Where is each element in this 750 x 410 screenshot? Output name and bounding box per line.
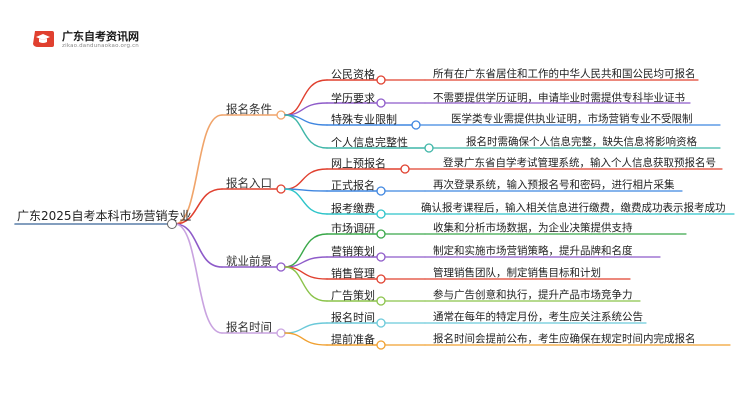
topic-collapse-handle[interactable] (376, 75, 386, 85)
topic-online-preregistration: 网上预报名 (331, 157, 386, 170)
detail-citizen-eligibility: 所有在广东省居住和工作的中华人民共和国公民均可报名 (433, 68, 696, 80)
detail-online-preregistration: 登录广东省自学考试管理系统，输入个人信息获取预报名号 (443, 157, 716, 169)
topic-ad-planning: 广告策划 (331, 289, 375, 302)
topic-connector (284, 322, 328, 334)
topic-connector (284, 114, 328, 149)
topic-market-research: 市场调研 (331, 222, 375, 235)
topic-connector (284, 188, 328, 215)
branch-connector (174, 114, 223, 225)
branch-collapse-handle[interactable] (276, 184, 286, 194)
topic-sales-management: 销售管理 (331, 267, 375, 280)
site-name: 广东自考资讯网 (62, 30, 139, 43)
branch-connector (174, 223, 223, 334)
topic-connector (284, 79, 328, 116)
topic-collapse-handle[interactable] (376, 252, 386, 262)
detail-ad-planning: 参与广告创意和执行，提升产品市场竞争力 (433, 289, 633, 301)
topic-personal-info: 个人信息完整性 (331, 136, 408, 149)
detail-sales-management: 管理销售团队，制定销售目标和计划 (433, 267, 601, 279)
root-topic: 广东2025自考本科市场营销专业 (17, 209, 192, 223)
detail-education-requirement: 不需要提供学历证明，申请毕业时需提供专科毕业证书 (433, 92, 685, 104)
branch-signup-entry: 报名入口 (226, 176, 272, 190)
topic-collapse-handle[interactable] (376, 340, 386, 350)
topic-connector (284, 266, 328, 302)
branch-career-prospects: 就业前景 (226, 254, 272, 268)
topic-connector (284, 332, 328, 346)
branch-signup-conditions: 报名条件 (226, 102, 272, 116)
topic-connector (284, 168, 328, 190)
branch-collapse-handle[interactable] (276, 328, 286, 338)
topic-advance-preparation: 提前准备 (331, 333, 375, 346)
topic-collapse-handle[interactable] (376, 318, 386, 328)
topic-education-requirement: 学历要求 (331, 92, 375, 105)
topic-connector (284, 233, 328, 268)
topic-exam-fee: 报考缴费 (331, 202, 375, 215)
detail-marketing-planning: 制定和实施市场营销策略，提升品牌和名度 (433, 245, 633, 257)
detail-market-research: 收集和分析市场数据，为企业决策提供支持 (433, 222, 633, 234)
topic-collapse-handle[interactable] (376, 274, 386, 284)
branch-collapse-handle[interactable] (276, 262, 286, 272)
branch-collapse-handle[interactable] (276, 110, 286, 120)
detail-formal-registration: 再次登录系统，输入预报名号和密码，进行相片采集 (433, 179, 675, 191)
branch-signup-time: 报名时间 (226, 320, 272, 334)
detail-special-major-limit: 医学类专业需提供执业证明，市场营销专业不受限制 (451, 113, 693, 125)
detail-advance-preparation: 报名时间会提前公布，考生应确保在规定时间内完成报名 (433, 333, 696, 345)
topic-collapse-handle[interactable] (424, 143, 434, 153)
topic-formal-registration: 正式报名 (331, 179, 375, 192)
root-collapse-handle[interactable] (167, 219, 177, 229)
graduation-cap-icon (33, 31, 54, 47)
site-url: zikao.dandunaokao.org.cn (62, 43, 139, 49)
topic-collapse-handle[interactable] (376, 209, 386, 219)
topic-collapse-handle[interactable] (376, 98, 386, 108)
topic-signup-period: 报名时间 (331, 311, 375, 324)
branch-connector (174, 188, 223, 225)
detail-exam-fee: 确认报考课程后，输入相关信息进行缴费，缴费成功表示报考成功 (421, 202, 726, 214)
detail-signup-period: 通常在每年的特定月份，考生应关注系统公告 (433, 311, 643, 323)
topic-collapse-handle[interactable] (400, 164, 410, 174)
topic-special-major-limit: 特殊专业限制 (331, 113, 397, 126)
detail-personal-info: 报名时需确保个人信息完整，缺失信息将影响资格 (466, 136, 697, 148)
topic-collapse-handle[interactable] (376, 229, 386, 239)
topic-marketing-planning: 营销策划 (331, 245, 375, 258)
branch-connector (174, 223, 223, 268)
topic-collapse-handle[interactable] (376, 186, 386, 196)
topic-collapse-handle[interactable] (411, 120, 421, 130)
topic-citizen-eligibility: 公民资格 (331, 68, 375, 81)
topic-collapse-handle[interactable] (376, 296, 386, 306)
